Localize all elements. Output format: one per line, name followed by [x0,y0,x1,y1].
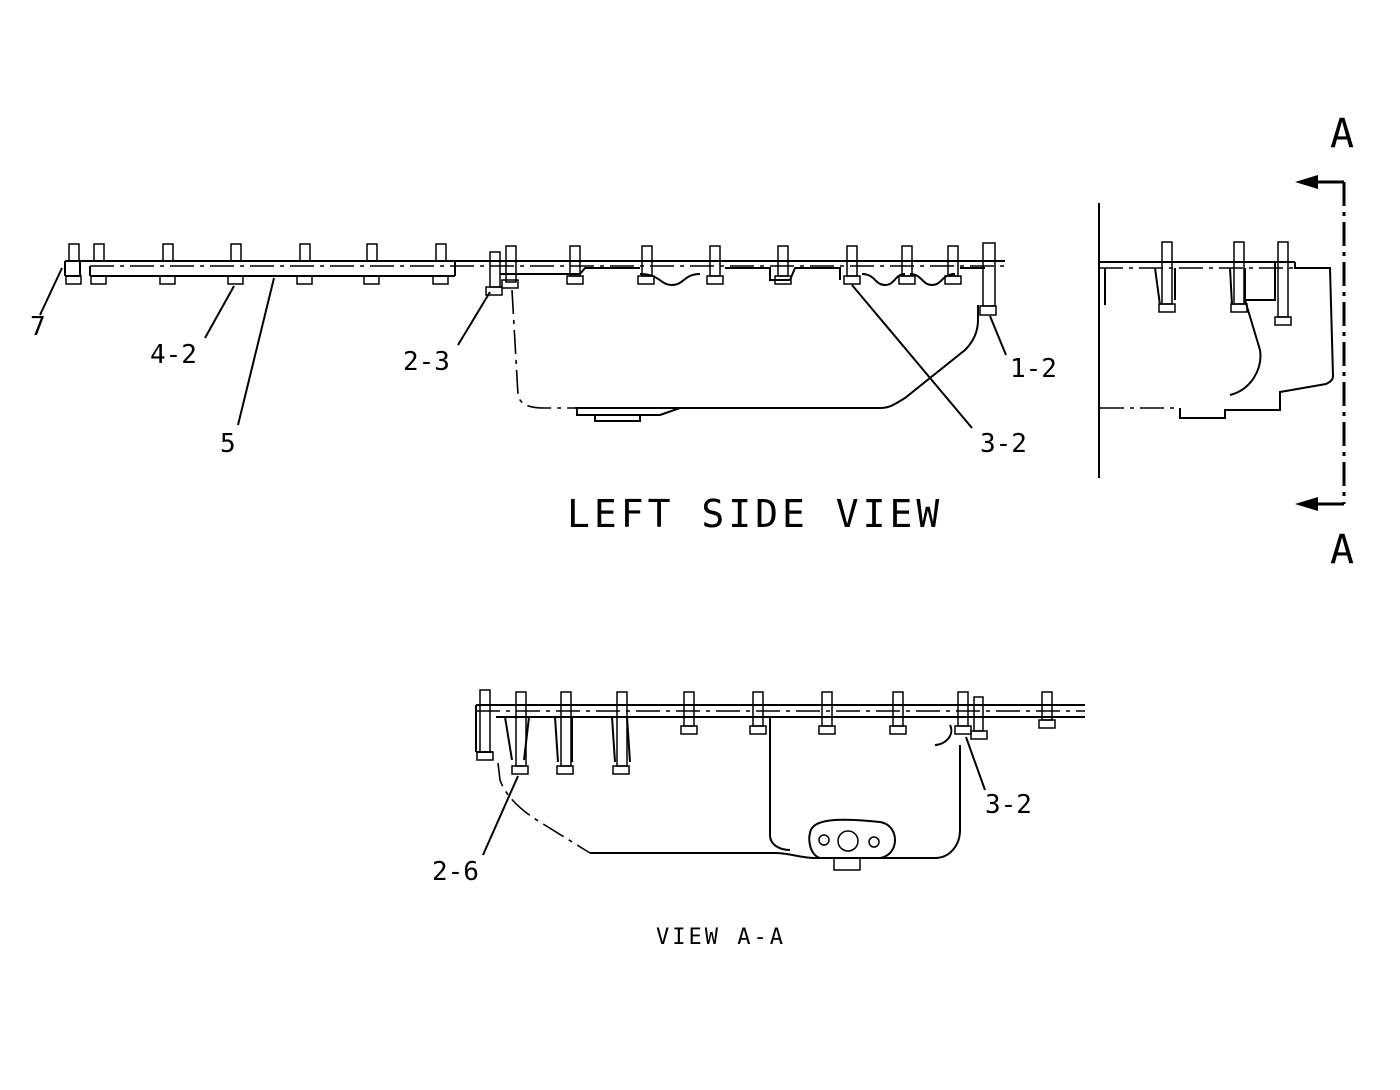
callout-4-2: 4-2 [150,340,197,370]
view-aa-drawing [475,689,1085,871]
callout-3-2-view-aa: 3-2 [985,790,1032,820]
callout-7: 7 [30,312,46,342]
view-aa-title: VIEW A-A [656,925,786,950]
end-view-drawing [1098,203,1335,478]
section-mark-bottom: A [1330,527,1354,573]
callout-1-2: 1-2 [1010,354,1057,384]
left-side-view-drawing [39,242,1007,429]
callout-labels-view-aa: 2-6 3-2 [432,790,1032,887]
section-mark-top: A [1330,111,1354,157]
bolt-set-left-rail [65,243,449,285]
callout-5: 5 [220,429,236,459]
oil-pan-outline [500,267,985,422]
section-cut-line [1295,175,1346,511]
callout-2-6: 2-6 [432,857,479,887]
callout-labels-left-view: 7 4-2 5 2-3 1-2 3-2 [30,312,1057,459]
callout-3-2-left-view: 3-2 [980,429,1027,459]
gasket-rail [64,260,1005,277]
callout-2-3: 2-3 [403,347,450,377]
left-side-view-title: LEFT SIDE VIEW [567,492,943,536]
leader-lines-left-view [39,267,1007,429]
bolt-set-oil-pan [485,242,997,316]
